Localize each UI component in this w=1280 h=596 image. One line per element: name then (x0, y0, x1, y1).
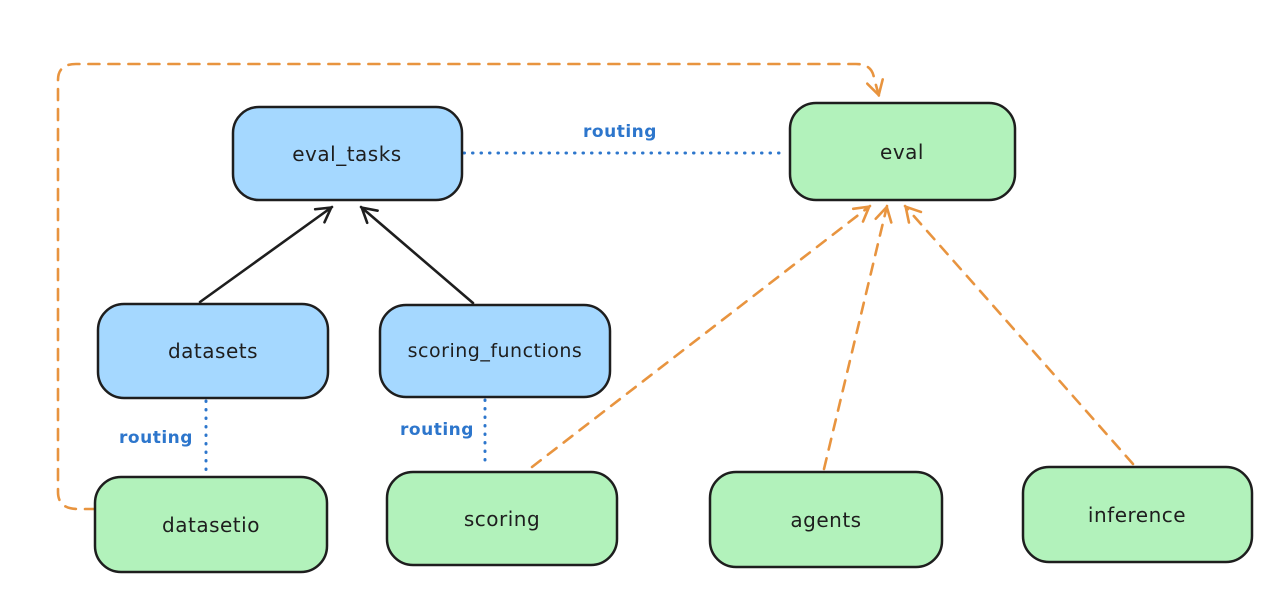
edge-scoring-functions-to-eval-tasks (359, 205, 475, 305)
nodes-layer: eval_tasks eval datasets scoring_functio… (93, 101, 1254, 574)
node-datasetio-label: datasetio (162, 513, 260, 537)
node-eval-box (788, 101, 1017, 202)
node-scoring-functions-box (378, 303, 612, 399)
node-eval-tasks: eval_tasks (231, 105, 464, 202)
node-datasetio-box (93, 475, 329, 574)
node-eval-label: eval (880, 140, 924, 164)
node-inference-label: inference (1088, 503, 1186, 527)
routing-label-scoring-functions-scoring: routing (400, 420, 474, 440)
node-scoring-label: scoring (464, 507, 540, 531)
node-agents-box (708, 470, 944, 569)
edge-datasetio-to-eval (56, 62, 884, 511)
node-inference-box (1021, 465, 1254, 564)
routing-label-datasets-datasetio: routing (119, 428, 193, 448)
routing-label-eval-tasks-eval: routing (583, 122, 657, 142)
edge-inference-to-eval (903, 204, 1135, 466)
node-eval: eval (788, 101, 1017, 202)
node-eval-tasks-box (231, 105, 464, 202)
edge-agents-to-eval (822, 204, 893, 471)
node-scoring-functions: scoring_functions (378, 303, 612, 399)
node-datasetio: datasetio (93, 475, 329, 574)
node-inference: inference (1021, 465, 1254, 564)
node-eval-tasks-label: eval_tasks (292, 142, 401, 166)
node-datasets-label: datasets (168, 339, 258, 363)
edge-labels-layer: routing routing routing (119, 122, 657, 448)
edges-layer (56, 62, 1135, 511)
edge-scoring-to-eval (530, 204, 872, 469)
node-datasets: datasets (96, 302, 330, 400)
node-agents: agents (708, 470, 944, 569)
node-scoring-functions-label: scoring_functions (408, 340, 583, 362)
node-agents-label: agents (790, 508, 861, 532)
node-datasets-box (96, 302, 330, 400)
node-scoring: scoring (385, 470, 619, 567)
node-scoring-box (385, 470, 619, 567)
edge-datasets-to-eval-tasks (198, 205, 334, 304)
